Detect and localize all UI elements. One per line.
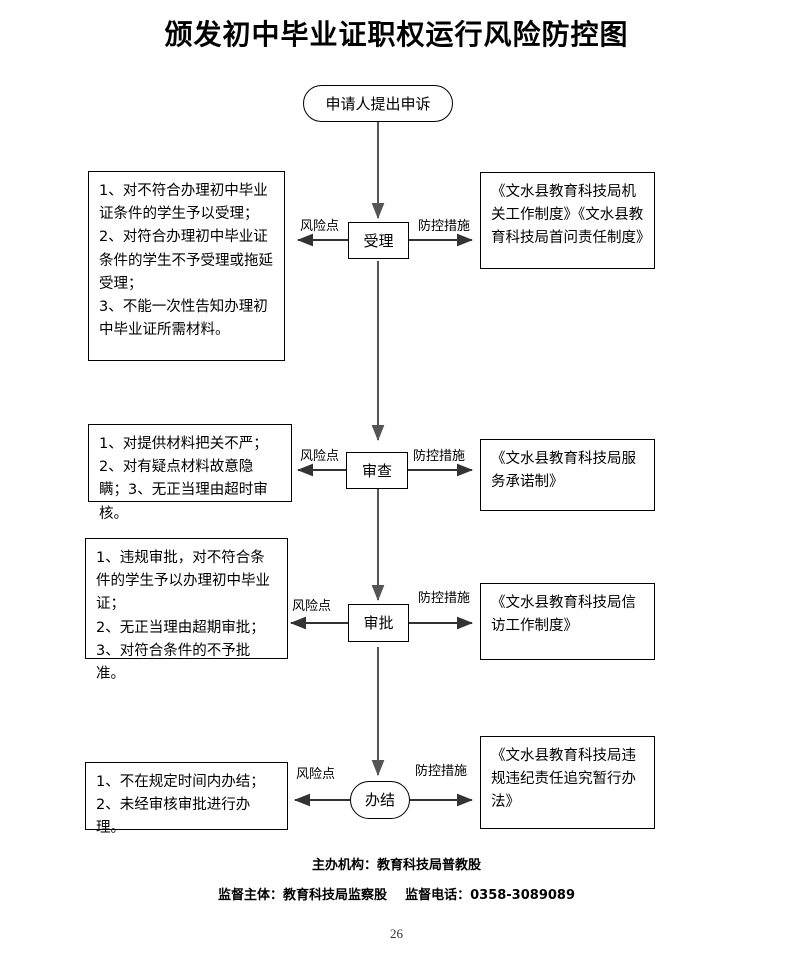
edge-label-control-banjie: 防控措施 (415, 764, 468, 779)
node-banjie-label: 办结 (364, 791, 395, 809)
risk-box-shencha: 1、对提供材料把关不严； 2、对有疑点材料故意隐瞒；3、无正当理由超时审核。 (88, 424, 292, 522)
page-number: 26 (390, 926, 403, 941)
node-shencha[interactable]: 审查 (346, 452, 408, 489)
node-banjie[interactable]: 办结 (350, 781, 410, 819)
control-box-shenpi: 《文水县教育科技局信访工作制度》 (480, 583, 655, 660)
footer-organizer: 主办机构：教育科技局普教股 (311, 858, 481, 873)
control-box-shouli: 《文水县教育科技局机关工作制度》《文水县教育科技局首问责任制度》 (480, 172, 655, 269)
edge-label-risk-shenpi: 风险点 (292, 599, 332, 614)
node-start[interactable]: 申请人提出申诉 (303, 85, 453, 122)
node-start-label: 申请人提出申诉 (325, 94, 431, 113)
control-box-shencha: 《文水县教育科技局服务承诺制》 (480, 439, 655, 511)
control-box-banjie: 《文水县教育科技局违规违纪责任追究暂行办法》 (480, 736, 655, 829)
node-shencha-label: 审查 (361, 461, 392, 480)
node-shenpi[interactable]: 审批 (348, 604, 409, 642)
edge-label-risk-shencha: 风险点 (300, 449, 340, 464)
risk-box-banjie: 1、不在规定时间内办结； 2、未经审核审批进行办理。 (85, 762, 288, 836)
node-shenpi-label: 审批 (363, 614, 394, 632)
node-shouli-label: 受理 (363, 231, 394, 250)
edge-label-risk-shouli: 风险点 (300, 219, 340, 234)
page-title: 颁发初中毕业证职权运行风险防控图 (164, 18, 629, 51)
edge-label-risk-banjie: 风险点 (296, 767, 336, 782)
edge-label-control-shencha: 防控措施 (413, 449, 466, 464)
edge-label-control-shouli: 防控措施 (418, 219, 471, 234)
footer-supervisor: 监督主体：教育科技局监察股 监督电话：0358-3089089 (218, 888, 575, 903)
edge-label-control-shenpi: 防控措施 (418, 591, 471, 606)
risk-box-shouli: 1、对不符合办理初中毕业证条件的学生予以受理； 2、对符合办理初中毕业证条件的学… (88, 171, 285, 361)
risk-box-shenpi: 1、违规审批，对不符合条件的学生予以办理初中毕业证； 2、无正当理由超期审批； … (85, 538, 288, 682)
node-shouli[interactable]: 受理 (348, 222, 409, 259)
